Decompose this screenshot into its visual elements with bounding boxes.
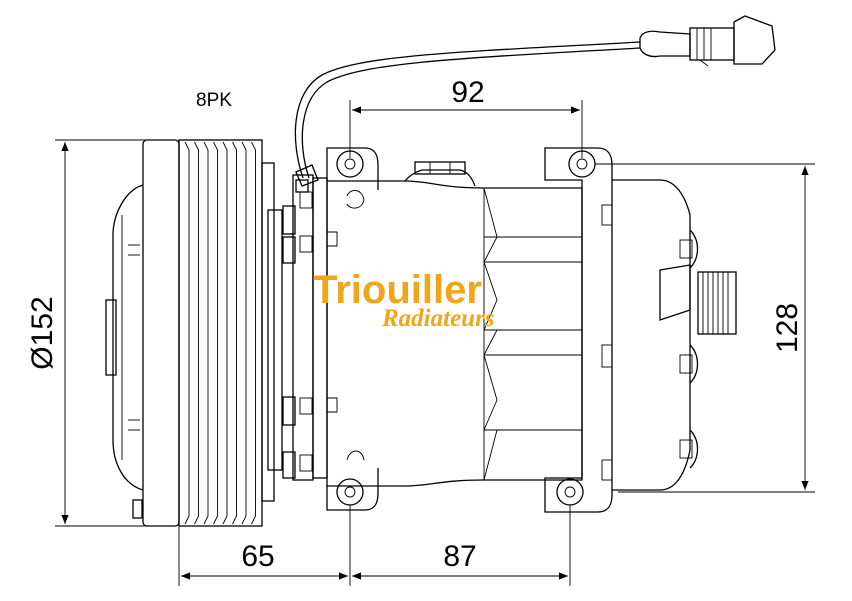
rear-head	[544, 147, 737, 513]
dimension-top-width: 92	[349, 76, 583, 158]
belt-label: 8PK	[196, 90, 232, 111]
logo-subtext: Radiateurs	[381, 305, 495, 332]
pulley-groove	[203, 141, 209, 525]
clutch-hub	[105, 139, 180, 527]
pulley-groove	[251, 141, 256, 525]
pulley	[178, 139, 283, 527]
pulley-groove	[232, 141, 237, 525]
height-label: 128	[771, 303, 804, 353]
pulley-offset-label: 65	[241, 540, 274, 573]
dimension-pulley-offset: 65	[178, 505, 351, 586]
compressor-body	[326, 147, 583, 511]
dimension-pulley-diameter: Ø152	[26, 139, 150, 527]
pulley-groove	[194, 141, 199, 525]
top-width-label: 92	[451, 76, 484, 109]
sensor-connector	[639, 15, 776, 67]
bottom-width-label: 87	[443, 540, 476, 573]
sensor-cable	[294, 41, 641, 187]
brand-logo: Triouiller Radiateurs	[313, 268, 495, 332]
logo-text: Triouiller	[313, 268, 482, 312]
pulley-groove	[222, 141, 228, 525]
pulley-groove	[184, 141, 190, 525]
pulley-diameter-label: Ø152	[26, 296, 59, 369]
front-flange	[282, 174, 338, 481]
pulley-groove	[241, 141, 247, 525]
pulley-groove	[213, 141, 218, 525]
dimension-bottom-width: 87	[352, 505, 571, 586]
dimension-height: 128	[595, 163, 815, 493]
